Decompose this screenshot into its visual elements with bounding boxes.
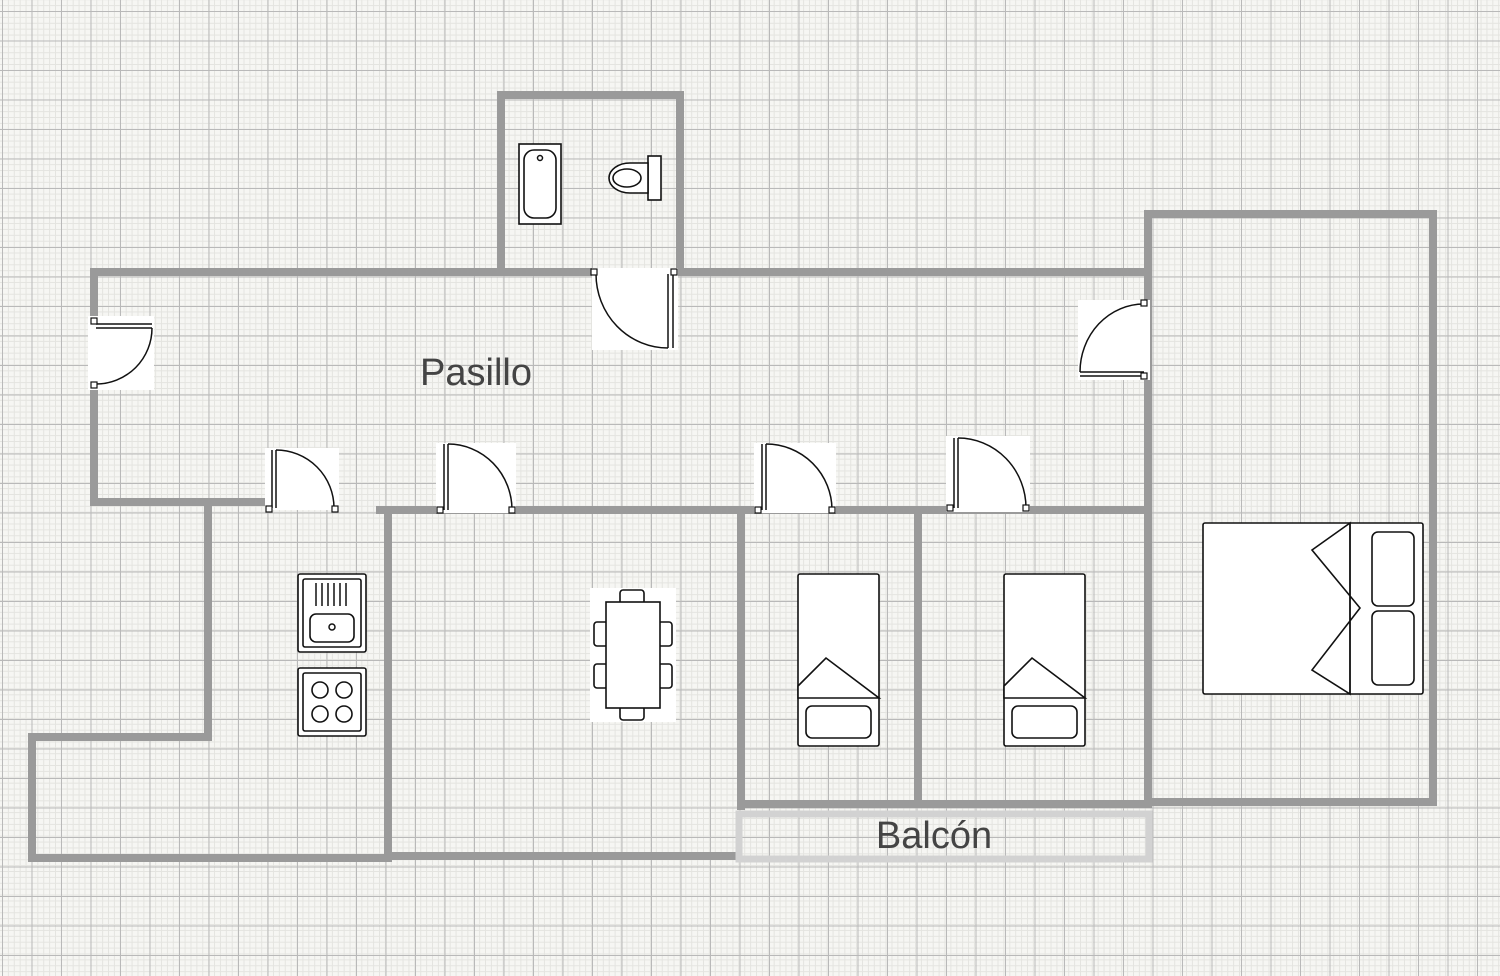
master-bedroom-door [1078,299,1150,380]
dining-table-icon [590,588,676,722]
single-bed-1-icon [797,573,882,747]
dining-room-walls [384,506,745,862]
hallway-label: Pasillo [420,352,532,394]
bedroom-walls [737,510,1152,808]
bedroom-1-door [754,443,836,514]
balcony-outline [735,810,1153,863]
balcony-label: Balcón [876,815,992,857]
double-bed-icon [1202,521,1424,696]
sink-icon [297,573,367,653]
doors [88,268,1150,514]
walls [28,91,1437,862]
kitchen-walls [28,498,384,862]
dining-room-door [436,443,516,514]
bathroom-walls [497,91,684,276]
stove-icon [297,667,367,737]
single-bed-2-icon [1003,573,1088,747]
master-bedroom-walls [1144,210,1437,806]
bedroom-2-door [946,436,1030,512]
entrance-door [88,316,154,390]
bathtub-icon [518,143,562,225]
toilet-icon [608,155,662,201]
bathroom-door [590,268,678,350]
kitchen-door [265,448,339,513]
